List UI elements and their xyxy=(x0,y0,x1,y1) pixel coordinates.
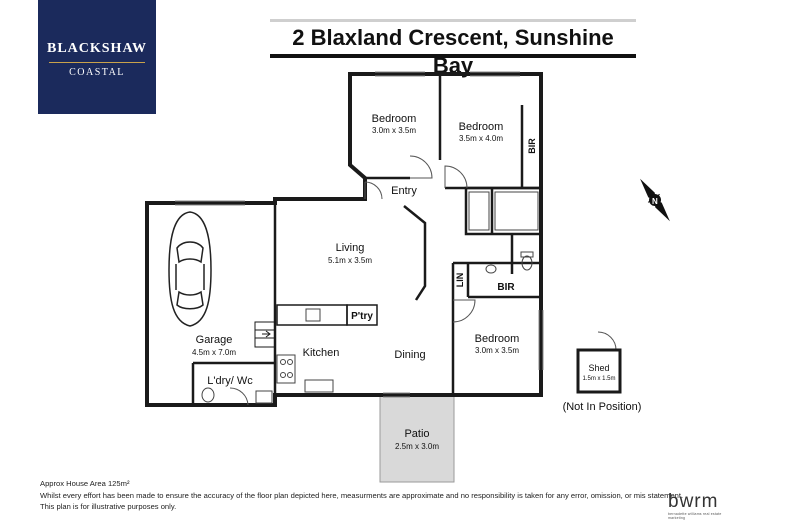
door-bed2 xyxy=(444,165,468,189)
dining-label: Dining xyxy=(394,349,425,361)
bwrm-tagline: bernadette williams real estate marketin… xyxy=(668,512,722,520)
brand-name: BLACKSHAW xyxy=(46,41,148,56)
brand-rule xyxy=(49,62,145,63)
shed-name: Shed xyxy=(588,363,609,373)
bwrm-logo: bwrm bernadette williams real estate mar… xyxy=(668,491,738,521)
bed1-dims: 3.0m x 3.5m xyxy=(372,126,416,135)
house-area: Approx House Area 125m² xyxy=(40,479,130,488)
wall-living-angled xyxy=(403,205,427,301)
door-entry xyxy=(364,181,383,200)
garage-name: Garage xyxy=(196,334,233,346)
garage-steps xyxy=(254,321,276,348)
bed1-name: Bedroom xyxy=(372,113,417,125)
shed-dims: 1.5m x 1.5m xyxy=(582,376,615,382)
patio-area xyxy=(379,393,455,483)
disclaimer: Whilst every effort has been made to ens… xyxy=(40,490,684,500)
bed2-dims: 3.5m x 4.0m xyxy=(459,134,503,143)
car-icon xyxy=(168,211,212,327)
door-bed1 xyxy=(409,155,433,179)
shed-outline xyxy=(576,348,622,394)
living-name: Living xyxy=(336,242,365,254)
bwrm-mark: bwrm xyxy=(668,491,719,512)
bir-mid-label: BIR xyxy=(497,282,515,293)
illustrative-note: This plan is for illustrative purposes o… xyxy=(40,502,177,511)
bed2-name: Bedroom xyxy=(459,121,504,133)
door-laundry xyxy=(229,387,249,406)
door-bed3 xyxy=(452,299,476,323)
entry-label: Entry xyxy=(391,185,417,197)
shed-note: (Not In Position) xyxy=(563,401,642,413)
footer-notes: Approx House Area 125m² Whilst every eff… xyxy=(40,478,683,513)
patio-name: Patio xyxy=(404,428,429,440)
bed3-name: Bedroom xyxy=(475,333,520,345)
lin-label: LIN xyxy=(455,273,465,288)
brand-logo: BLACKSHAW COASTAL xyxy=(38,0,156,114)
kitchen-bench xyxy=(276,304,348,326)
title-top-rule xyxy=(270,19,636,22)
patio-dims: 2.5m x 3.0m xyxy=(395,442,439,451)
page-title: 2 Blaxland Crescent, Sunshine Bay xyxy=(270,24,636,78)
pantry xyxy=(346,304,378,326)
pantry-label: P'try xyxy=(351,311,373,322)
laundry-label: L'dry/ Wc xyxy=(207,375,253,387)
brand-sub: COASTAL xyxy=(69,67,125,78)
compass-icon xyxy=(640,178,670,222)
garage-dims: 4.5m x 7.0m xyxy=(192,348,236,357)
bir-top-label: BIR xyxy=(527,138,537,154)
compass-label: N xyxy=(652,197,658,206)
kitchen-label: Kitchen xyxy=(303,347,340,359)
bed3-dims: 3.0m x 3.5m xyxy=(475,346,519,355)
door-shed xyxy=(597,331,617,351)
living-dims: 5.1m x 3.5m xyxy=(328,256,372,265)
bathroom-block xyxy=(464,186,543,236)
